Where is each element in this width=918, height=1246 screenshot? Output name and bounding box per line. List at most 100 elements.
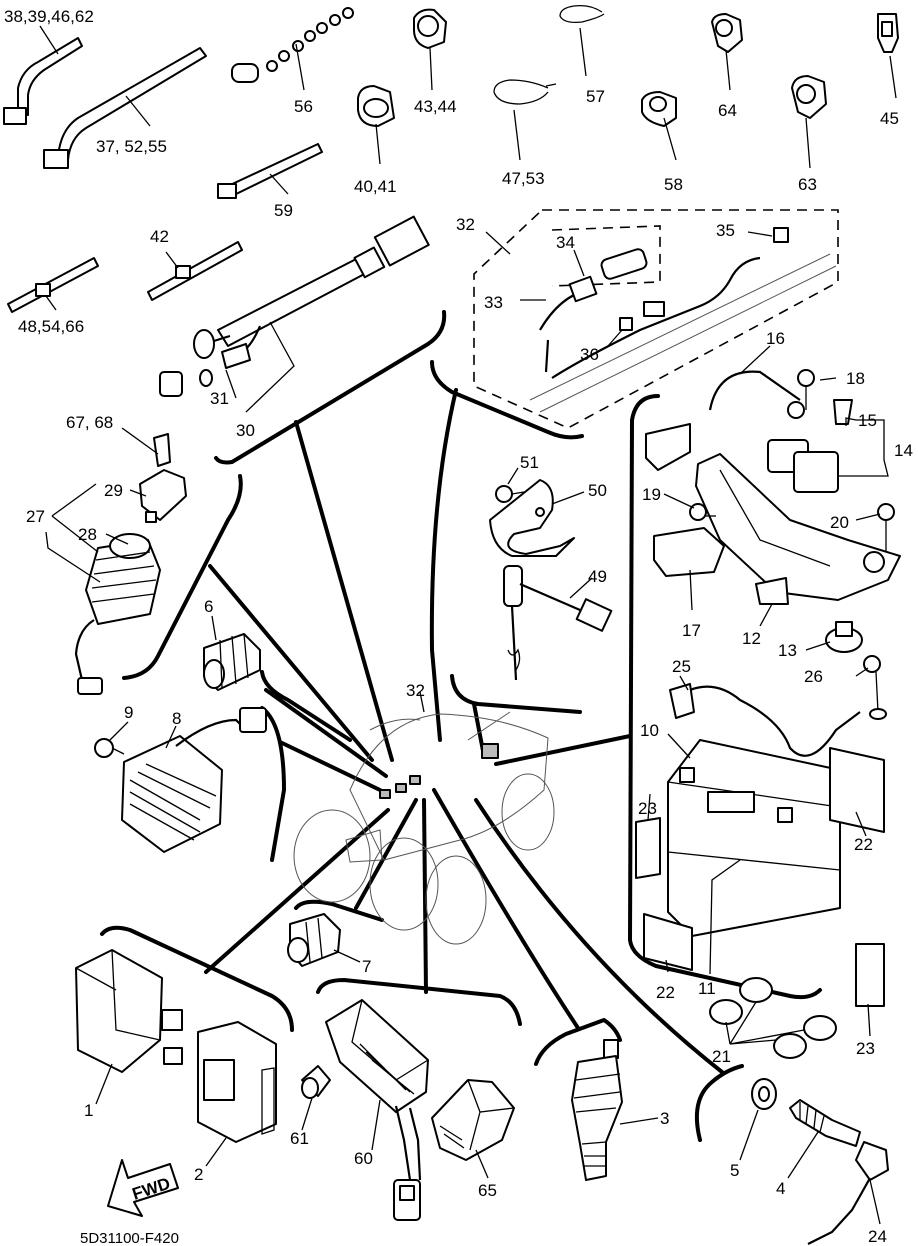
label-45: 45 xyxy=(880,109,899,128)
harness-bracket-49 xyxy=(450,674,582,714)
sensor-49 xyxy=(503,565,613,681)
label-36: 36 xyxy=(580,345,599,364)
label-61: 61 xyxy=(290,1129,309,1148)
label-23-left: 23 xyxy=(638,799,657,818)
label-2: 2 xyxy=(194,1165,203,1184)
label-56: 56 xyxy=(294,97,313,116)
harness-bracket-ignition xyxy=(122,474,243,680)
relay-14 xyxy=(767,399,853,493)
harness-bracket-3 xyxy=(534,1018,622,1066)
leader-line-60 xyxy=(422,798,428,994)
label-22-front: 22 xyxy=(656,983,675,1002)
leader-line-30 xyxy=(294,420,394,762)
label-18: 18 xyxy=(846,369,865,388)
pad-22-right xyxy=(829,747,885,833)
harness-bracket-left-top xyxy=(214,310,447,465)
clamp-64 xyxy=(711,13,743,53)
sensor-3 xyxy=(571,1039,623,1181)
cable-tie-48 xyxy=(7,257,99,313)
cap-61 xyxy=(301,1065,331,1099)
label-58: 58 xyxy=(664,175,683,194)
wire-harness-30 xyxy=(159,215,430,397)
label-5: 5 xyxy=(730,1161,739,1180)
harness-bracket-60 xyxy=(316,978,522,1026)
sensor-7 xyxy=(287,913,341,967)
rectifier-regulator-8 xyxy=(121,707,267,853)
label-51: 51 xyxy=(520,453,539,472)
harness-bracket-sub xyxy=(430,360,584,440)
label-19: 19 xyxy=(642,485,661,504)
label-17: 17 xyxy=(682,621,701,640)
bolt-51 xyxy=(495,485,525,503)
label-4: 4 xyxy=(776,1179,785,1198)
label-59: 59 xyxy=(274,201,293,220)
label-25: 25 xyxy=(672,657,691,676)
label-23-right: 23 xyxy=(856,1039,875,1058)
label-50: 50 xyxy=(588,481,607,500)
label-47: 47,53 xyxy=(502,169,545,188)
label-63: 63 xyxy=(798,175,817,194)
leader-line-27 xyxy=(208,564,374,762)
label-27: 27 xyxy=(26,507,45,526)
wire-clip-57 xyxy=(559,4,605,24)
battery-11 xyxy=(667,739,841,937)
label-14: 14 xyxy=(894,441,913,460)
label-28: 28 xyxy=(78,525,97,544)
label-64: 64 xyxy=(718,101,737,120)
washer-5 xyxy=(751,1078,777,1110)
clamp-58 xyxy=(641,91,677,127)
plug-cap-24 xyxy=(807,1141,889,1245)
sensor-6 xyxy=(203,633,261,691)
label-60: 60 xyxy=(354,1149,373,1168)
label-40: 40,41 xyxy=(354,177,397,196)
clamp-40 xyxy=(357,85,395,127)
label-43: 43,44 xyxy=(414,97,457,116)
leader-line-32 xyxy=(429,388,458,742)
harness-bracket-5 xyxy=(694,1064,744,1142)
label-leaders xyxy=(39,25,897,1225)
atv-vehicle-outline xyxy=(293,711,555,945)
relay-bracket-12 xyxy=(695,453,901,605)
label-13: 13 xyxy=(778,641,797,660)
label-57: 57 xyxy=(586,87,605,106)
battery-cable-10 xyxy=(669,683,861,757)
label-6: 6 xyxy=(204,597,213,616)
harness-bracket-cdi xyxy=(100,925,294,1032)
label-26: 26 xyxy=(804,667,823,686)
cable-tie-37 xyxy=(43,47,207,169)
label-38: 38,39,46,62 xyxy=(4,7,94,26)
label-24: 24 xyxy=(868,1227,887,1246)
leader-line-3 xyxy=(432,788,580,1030)
bolt-20 xyxy=(877,503,895,552)
spark-plug-4 xyxy=(789,1099,861,1147)
bead-clip-56 xyxy=(231,7,354,83)
battery-cable-16 xyxy=(645,370,805,471)
clamp-43 xyxy=(413,8,447,49)
label-20: 20 xyxy=(830,513,849,532)
label-67: 67, 68 xyxy=(66,413,113,432)
label-8: 8 xyxy=(172,709,181,728)
bolt-26 xyxy=(863,655,887,720)
relay-17 xyxy=(653,527,725,577)
forward-arrow-icon: FWD xyxy=(107,1159,179,1217)
part-labels: 38,39,46,62 37, 52,55 56 43,44 40,41 47,… xyxy=(4,7,913,1246)
label-65: 65 xyxy=(478,1181,497,1200)
wire-clip-47 xyxy=(493,79,557,105)
leader-line-battery xyxy=(494,734,632,766)
cable-tie-42 xyxy=(147,241,243,301)
label-32-center: 32 xyxy=(406,681,425,700)
dampers-21 xyxy=(709,977,837,1059)
label-34: 34 xyxy=(556,233,575,252)
label-1: 1 xyxy=(84,1101,93,1120)
sub-harness-32 xyxy=(473,209,839,429)
leader-line-5 xyxy=(474,798,724,1074)
label-49: 49 xyxy=(588,567,607,586)
relay-65 xyxy=(431,1079,515,1161)
label-32-top: 32 xyxy=(456,215,475,234)
label-16: 16 xyxy=(766,329,785,348)
label-30: 30 xyxy=(236,421,255,440)
bolt-19 xyxy=(689,503,716,521)
label-15: 15 xyxy=(858,411,877,430)
label-12: 12 xyxy=(742,629,761,648)
